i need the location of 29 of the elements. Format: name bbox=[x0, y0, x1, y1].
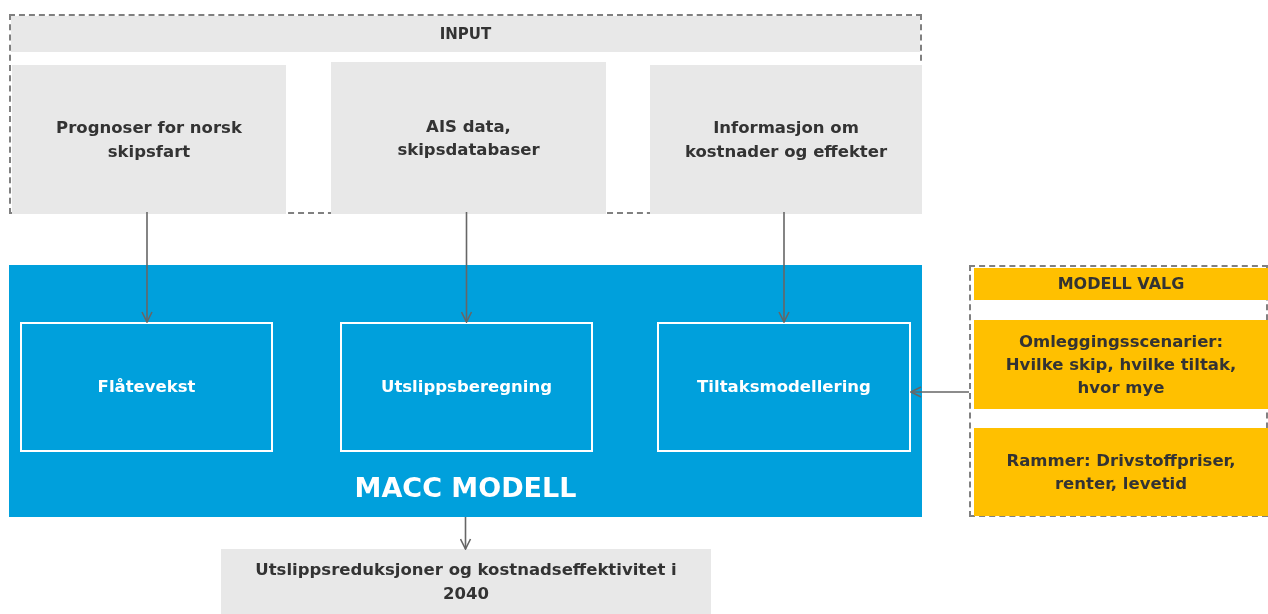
box-label: AIS data, skipsdatabaser bbox=[396, 115, 541, 161]
panel-title: MACC MODELL bbox=[353, 471, 578, 506]
box-label: Flåtevekst bbox=[96, 376, 197, 399]
arrow bbox=[778, 211, 790, 323]
option-box bbox=[974, 428, 1268, 516]
arrow bbox=[459, 516, 472, 550]
box-label: Utslippsreduksjoner og kostnadseffektivitet i 2040 bbox=[254, 559, 678, 605]
dashed-group-frame bbox=[969, 265, 1268, 517]
box-label: Informasjon om kostnader og effekter bbox=[683, 117, 889, 163]
input-box bbox=[12, 65, 286, 214]
box-label: Omleggingsscenarier: Hvilke skip, hvilke tiltak, hvor mye bbox=[1004, 330, 1238, 400]
process-box bbox=[657, 322, 911, 452]
process-box bbox=[340, 322, 593, 452]
process-box bbox=[20, 322, 273, 452]
header-band: INPUT bbox=[11, 16, 920, 52]
model-panel bbox=[9, 265, 922, 517]
box-label: Utslippsberegning bbox=[380, 376, 553, 399]
dashed-group-frame bbox=[9, 14, 922, 214]
arrow bbox=[141, 211, 153, 323]
input-box bbox=[650, 65, 922, 214]
arrow bbox=[460, 211, 473, 323]
option-box bbox=[974, 320, 1268, 409]
box-label: Prognoser for norsk skipsfart bbox=[55, 117, 243, 163]
header-band: MODELL VALG bbox=[974, 268, 1268, 300]
box-label: Rammer: Drivstoffpriser, renter, levetid bbox=[1005, 449, 1237, 495]
input-box bbox=[331, 62, 606, 214]
box-label: Tiltaksmodellering bbox=[696, 376, 872, 399]
output-box bbox=[221, 549, 711, 614]
arrow bbox=[910, 386, 970, 398]
